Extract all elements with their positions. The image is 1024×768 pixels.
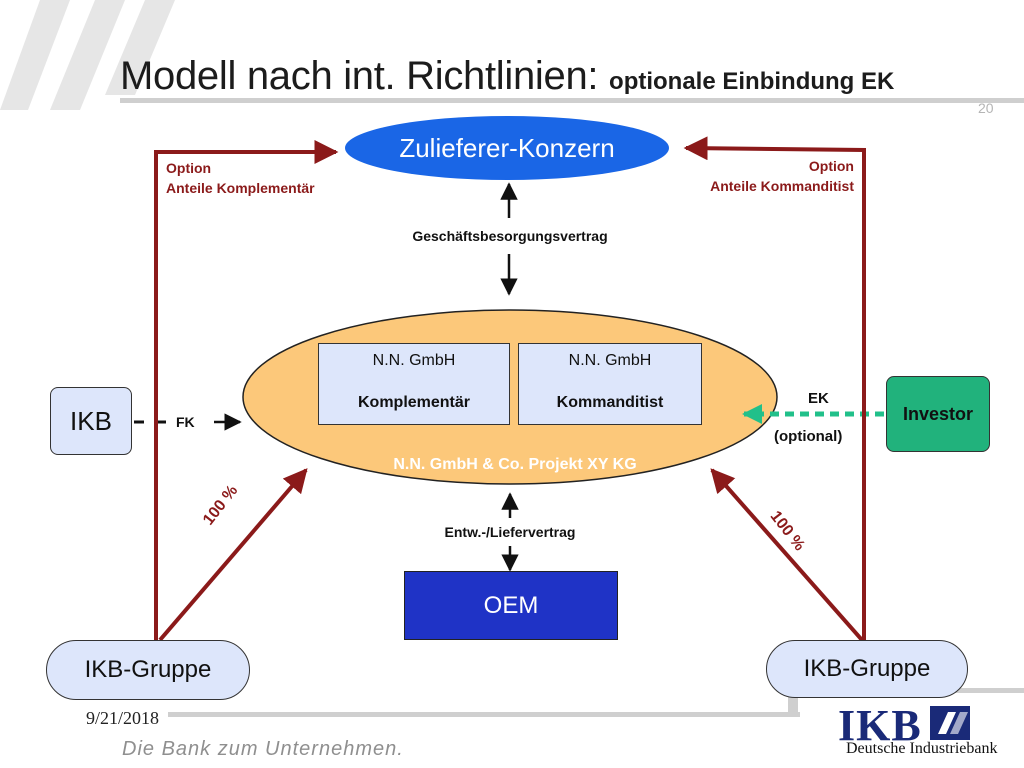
- gmbh-kommanditist-box: N.N. GmbH Kommanditist: [518, 343, 702, 425]
- geschaeft-label: Geschäftsbesorgungsvertrag: [412, 228, 608, 244]
- slide-title: Modell nach int. Richtlinien: optionale …: [120, 54, 894, 99]
- option-right-line2: Anteile Kommanditist: [710, 178, 854, 194]
- oem-box: OEM: [404, 571, 618, 640]
- ikb-logo-mark: [930, 706, 970, 740]
- zulieferer-label: Zulieferer-Konzern: [399, 133, 615, 163]
- option-right: Option Anteile Kommanditist: [710, 156, 854, 196]
- option-right-line1: Option: [808, 158, 854, 174]
- footer-rule: [168, 712, 800, 717]
- option-left-line2: Anteile Komplementär: [166, 180, 315, 196]
- investor-box: Investor: [886, 376, 990, 452]
- ikb-gruppe-left: IKB-Gruppe: [46, 640, 250, 700]
- fk-label: FK: [176, 414, 195, 430]
- zulieferer-ellipse: [345, 116, 669, 180]
- gmbh2-line1: N.N. GmbH: [568, 352, 652, 369]
- logo-text: IKB: [838, 701, 922, 750]
- slide-title-main: Modell nach int. Richtlinien:: [120, 54, 610, 98]
- slogan: Die Bank zum Unternehmen.: [122, 738, 404, 760]
- logo-subtitle: Deutsche Industriebank: [846, 740, 998, 757]
- option-left-line1: Option: [166, 160, 212, 176]
- project-label: N.N. GmbH & Co. Projekt XY KG: [393, 456, 637, 473]
- gmbh-komplementaer-box: N.N. GmbH Komplementär: [318, 343, 510, 425]
- page-number: 20: [978, 100, 994, 116]
- entw-label: Entw.-/Liefervertrag: [444, 524, 576, 540]
- ikb-box: IKB: [50, 387, 132, 455]
- title-rule: [120, 98, 1024, 103]
- ikb-gruppe-right: IKB-Gruppe: [766, 640, 968, 698]
- slide-subtitle: optionale Einbindung EK: [609, 68, 895, 95]
- option-left: Option Anteile Komplementär: [166, 158, 315, 198]
- gmbh1-line1: N.N. GmbH: [372, 352, 456, 369]
- decorative-slashes: [0, 0, 175, 110]
- slide-date: 9/21/2018: [86, 708, 160, 728]
- ek-label: EK: [808, 390, 829, 407]
- ek-optional-label: (optional): [774, 428, 843, 445]
- gmbh2-line2: Kommanditist: [556, 394, 664, 411]
- gmbh1-line2: Komplementär: [357, 394, 471, 411]
